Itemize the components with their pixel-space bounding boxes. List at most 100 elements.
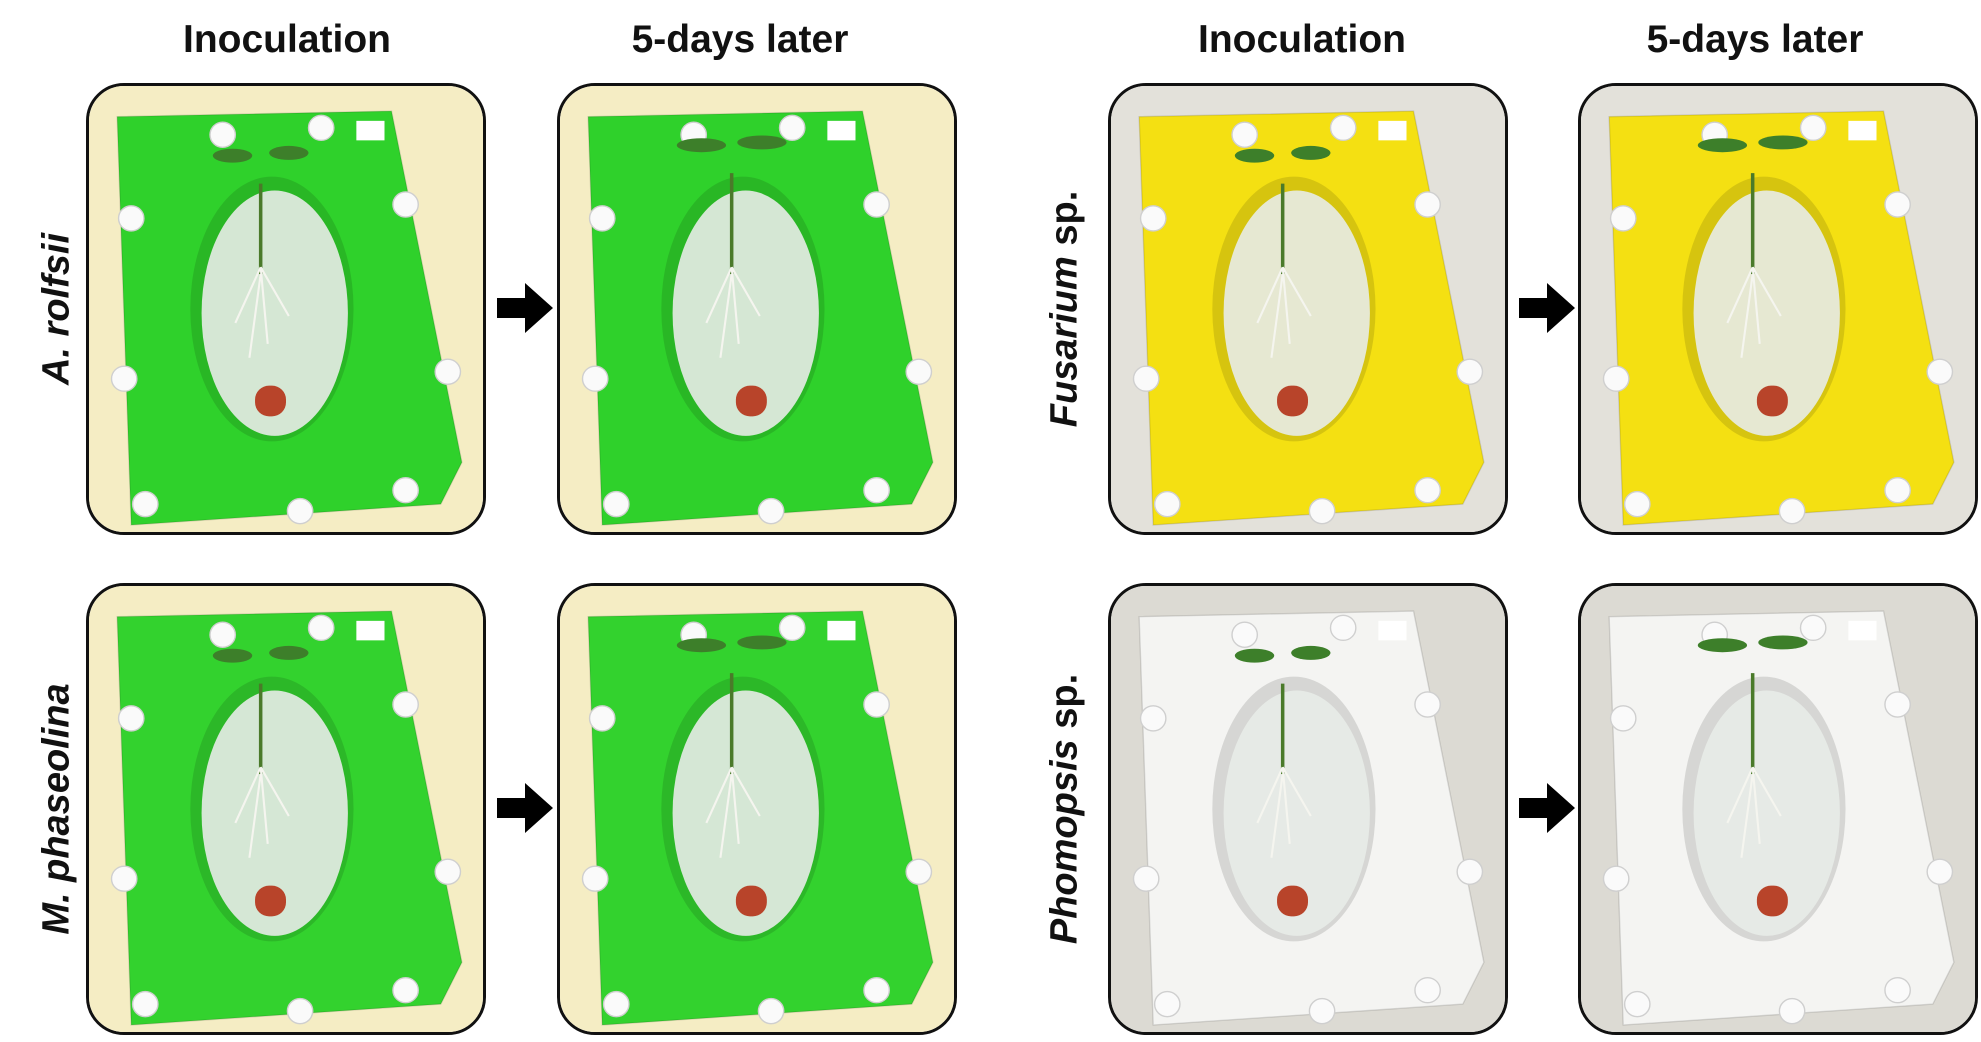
screw-knob bbox=[110, 365, 138, 392]
inoculum-plug bbox=[255, 385, 286, 417]
screw-knob bbox=[1884, 476, 1911, 504]
screw-knob bbox=[434, 358, 462, 385]
screw-knob bbox=[588, 205, 616, 232]
arrow-right-icon bbox=[1519, 283, 1575, 333]
inoculum-plug bbox=[1277, 885, 1308, 917]
screw-knob bbox=[434, 858, 462, 885]
screw-knob bbox=[209, 621, 237, 649]
column-header-inoculation-left: Inoculation bbox=[183, 18, 391, 61]
label-tag bbox=[1848, 120, 1877, 141]
screw-knob bbox=[209, 121, 237, 149]
screw-knob bbox=[1799, 614, 1827, 642]
screw-knob bbox=[602, 990, 630, 1018]
arrow-right-icon bbox=[497, 783, 553, 833]
seedling bbox=[1234, 145, 1331, 358]
screw-knob bbox=[1132, 365, 1160, 392]
screw-knob bbox=[1414, 976, 1441, 1004]
screw-knob bbox=[905, 858, 933, 885]
screw-knob bbox=[1799, 114, 1827, 142]
row-label: Phomopsis sp. bbox=[1044, 674, 1087, 944]
photo-panel-inoculation bbox=[1108, 583, 1508, 1035]
screw-knob bbox=[863, 691, 890, 718]
inoculum-plug bbox=[735, 385, 767, 417]
screw-knob bbox=[1884, 691, 1911, 718]
screw-knob bbox=[905, 358, 933, 385]
screw-knob bbox=[1778, 497, 1806, 525]
arrow-right-icon bbox=[1519, 783, 1575, 833]
inoculum-plug bbox=[255, 885, 286, 917]
screw-knob bbox=[392, 191, 419, 218]
screw-knob bbox=[1231, 621, 1259, 649]
screw-knob bbox=[1139, 205, 1167, 232]
row-label: A. rolfsii bbox=[36, 233, 79, 385]
screw-knob bbox=[757, 997, 785, 1025]
screw-knob bbox=[392, 976, 419, 1004]
photo bbox=[89, 86, 483, 532]
screw-knob bbox=[1308, 497, 1336, 525]
species-name: M. phaseolina bbox=[35, 683, 78, 935]
photo bbox=[560, 586, 954, 1032]
photo bbox=[560, 86, 954, 532]
screw-knob bbox=[581, 365, 609, 392]
screw-knob bbox=[1414, 476, 1441, 504]
inoculum-plug bbox=[1277, 385, 1308, 417]
species-name: A. rolfsii bbox=[35, 232, 78, 386]
screw-knob bbox=[1609, 205, 1637, 232]
seedling bbox=[1697, 135, 1808, 358]
label-tag bbox=[1848, 620, 1877, 641]
screw-knob bbox=[1456, 358, 1484, 385]
screw-knob bbox=[131, 490, 159, 518]
screw-knob bbox=[1884, 976, 1911, 1004]
screw-knob bbox=[1414, 191, 1441, 218]
column-header-5days-right: 5-days later bbox=[1646, 18, 1864, 61]
screw-knob bbox=[588, 705, 616, 732]
screw-knob bbox=[1623, 490, 1651, 518]
species-name: Fusarium bbox=[1043, 256, 1086, 428]
screw-knob bbox=[286, 997, 314, 1025]
seedling bbox=[676, 135, 787, 358]
screw-knob bbox=[307, 114, 335, 142]
screw-knob bbox=[1308, 997, 1336, 1025]
screw-knob bbox=[1231, 121, 1259, 149]
screw-knob bbox=[131, 990, 159, 1018]
photo-panel-5-days-later bbox=[557, 83, 957, 535]
screw-knob bbox=[392, 476, 419, 504]
species-suffix: sp. bbox=[1043, 190, 1086, 257]
inoculum-plug bbox=[1756, 885, 1788, 917]
species-suffix: sp. bbox=[1043, 673, 1086, 740]
screw-knob bbox=[1132, 865, 1160, 892]
arrow-right-icon bbox=[497, 283, 553, 333]
screw-knob bbox=[286, 497, 314, 525]
seedling bbox=[676, 635, 787, 858]
screw-knob bbox=[1329, 114, 1357, 142]
photo bbox=[1111, 86, 1505, 532]
screw-knob bbox=[1623, 990, 1651, 1018]
column-header-inoculation-right: Inoculation bbox=[1198, 18, 1406, 61]
screw-knob bbox=[1329, 614, 1357, 642]
photo-panel-inoculation bbox=[1108, 83, 1508, 535]
photo bbox=[1581, 586, 1975, 1032]
screw-knob bbox=[863, 191, 890, 218]
column-header-5days-left: 5-days later bbox=[631, 18, 849, 61]
screw-knob bbox=[1602, 365, 1630, 392]
screw-knob bbox=[863, 476, 890, 504]
row-label: Fusarium sp. bbox=[1044, 191, 1087, 428]
screw-knob bbox=[757, 497, 785, 525]
photo bbox=[89, 586, 483, 1032]
screw-knob bbox=[863, 976, 890, 1004]
screw-knob bbox=[1414, 691, 1441, 718]
screw-knob bbox=[581, 865, 609, 892]
seedling bbox=[1234, 645, 1331, 858]
screw-knob bbox=[117, 205, 145, 232]
photo-panel-inoculation bbox=[86, 83, 486, 535]
label-tag bbox=[356, 620, 385, 641]
photo bbox=[1111, 586, 1505, 1032]
screw-knob bbox=[1926, 858, 1954, 885]
label-tag bbox=[1378, 620, 1407, 641]
screw-knob bbox=[110, 865, 138, 892]
screw-knob bbox=[392, 691, 419, 718]
screw-knob bbox=[1153, 490, 1181, 518]
species-name: Phomopsis bbox=[1043, 739, 1086, 945]
label-tag bbox=[827, 620, 856, 641]
inoculum-plug bbox=[735, 885, 767, 917]
